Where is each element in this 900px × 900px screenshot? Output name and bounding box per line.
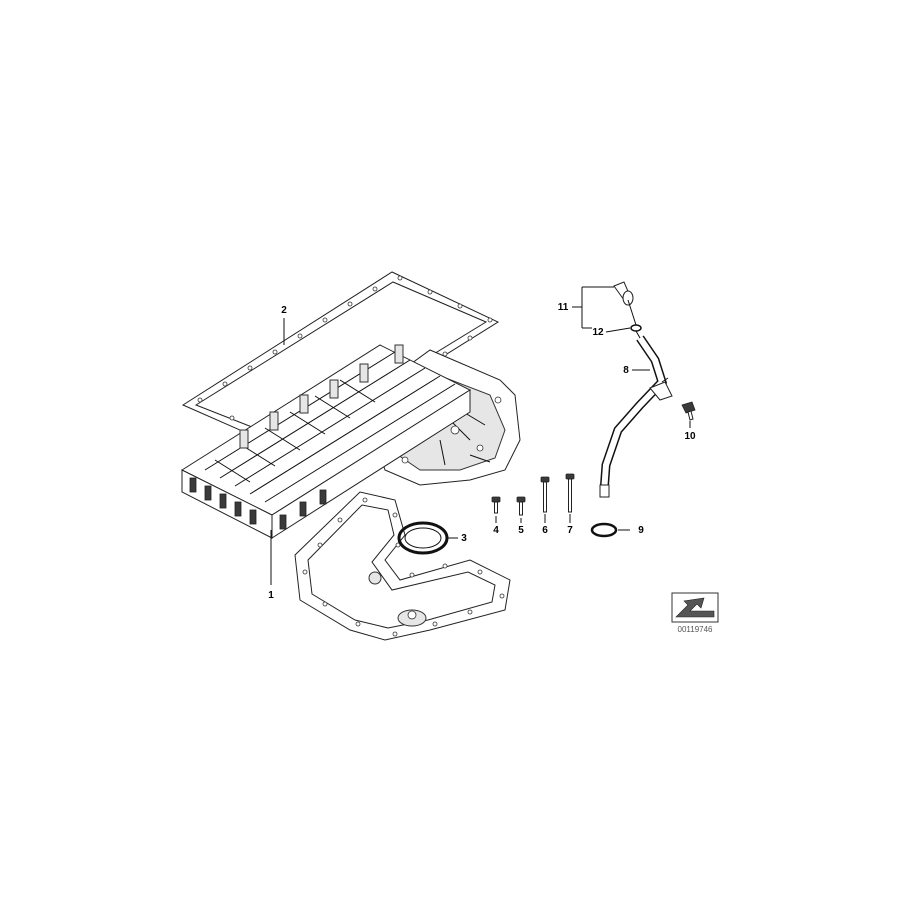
callout-2: 2 [281,305,287,316]
bolt-7 [565,473,575,513]
sealing-ring [590,522,618,538]
callout-8: 8 [623,365,629,376]
bolt-4 [491,496,501,514]
callout-3: 3 [461,533,467,544]
callout-9: 9 [638,525,644,536]
callout-5: 5 [518,525,524,536]
leader-lines [270,286,691,585]
callout-6: 6 [542,525,548,536]
screw-10 [681,401,696,421]
dipstick-handle [613,281,642,339]
oil-pan-gasket-upper [181,271,500,453]
seal-ring [397,521,449,555]
oil-pan [180,344,521,539]
callout-labels: 1 2 3 4 5 6 7 8 9 10 11 12 [268,302,696,601]
callout-11: 11 [558,302,569,313]
callout-7: 7 [567,525,573,536]
diagram-reference-number: 00119746 [678,625,714,634]
callout-4: 4 [493,525,499,536]
bolt-5 [516,496,526,516]
dipstick-tube [599,335,673,498]
oil-pan-gasket-lower [294,491,511,641]
callout-12: 12 [592,327,604,338]
callout-1: 1 [268,590,274,601]
callout-10: 10 [684,431,696,442]
bolt-6 [540,476,550,513]
orientation-arrow-icon [671,592,719,623]
